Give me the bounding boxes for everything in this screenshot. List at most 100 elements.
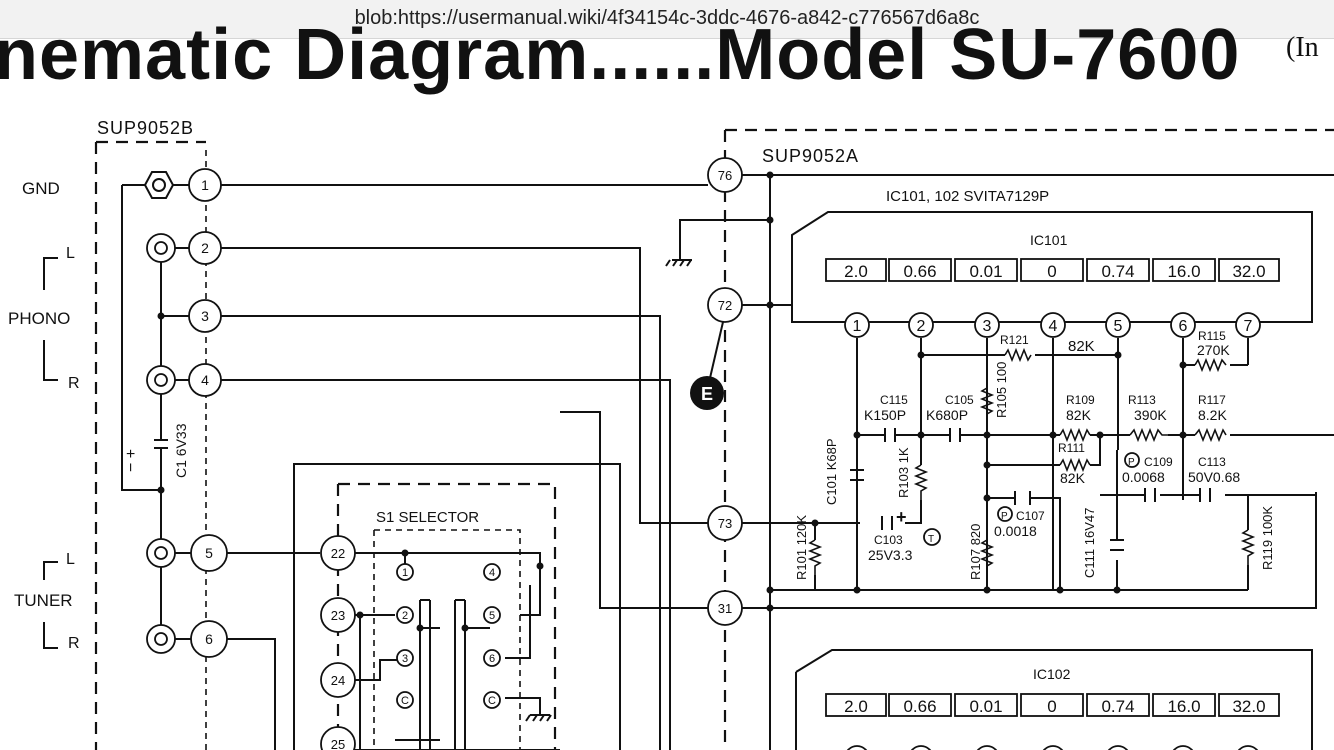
terminal-b-number: 6 [205, 631, 213, 647]
browser-address-bar[interactable]: blob:https://usermanual.wiki/4f34154c-3d… [0, 0, 1334, 39]
selector-contact-right [483, 691, 501, 709]
ic102-pin [1107, 745, 1129, 750]
c115-label: C115 [880, 393, 908, 407]
r115-value: 270K [1197, 342, 1230, 358]
terminal-b-number: 4 [201, 372, 209, 388]
voltage-box [1152, 693, 1216, 717]
terminal-b [188, 231, 222, 265]
c101-label: C101 K68P [824, 439, 839, 506]
selector-contact-label: 3 [402, 653, 408, 665]
p-marker-c107: P [997, 506, 1013, 522]
r117-value: 8.2K [1198, 407, 1227, 423]
selector-contact-label: 6 [489, 653, 495, 665]
r117-label: R117 [1198, 393, 1226, 407]
selector-contact-label: 4 [489, 567, 495, 579]
board-a-outline [723, 128, 1334, 750]
ic102-pin [1172, 745, 1194, 750]
diagram-headline: nematic Diagram......Model SU-7600 [0, 15, 1241, 95]
terminal-b-number: 5 [205, 545, 213, 561]
voltage-value: 0.01 [969, 262, 1002, 281]
voltage-value: 16.0 [1167, 697, 1200, 716]
c107-value: 0.0018 [994, 523, 1037, 539]
voltage-box [825, 258, 887, 282]
voltage-value: 0 [1047, 262, 1056, 281]
board-b-outline [94, 140, 206, 750]
voltage-value: 16.0 [1167, 262, 1200, 281]
selector-contact-right [483, 606, 501, 624]
ic-pin-number: 2 [917, 318, 926, 335]
ic-pin-number: 3 [983, 318, 992, 335]
url-text[interactable]: blob:https://usermanual.wiki/4f34154c-3d… [354, 7, 980, 29]
terminal-b [188, 363, 222, 397]
ic-pin-number: 4 [1049, 318, 1058, 335]
selector-contact-right [483, 563, 501, 581]
selector-outline [336, 482, 557, 750]
svg-text:P: P [1001, 511, 1008, 522]
voltage-box [1152, 258, 1216, 282]
selector-terminal [320, 597, 356, 633]
ic101-body [791, 211, 1313, 323]
selector-terminal-number: 23 [331, 608, 345, 623]
selector-terminal [320, 726, 356, 750]
gnd-label: GND [22, 179, 60, 198]
selector-terminal [320, 662, 356, 698]
c109-value: 0.0068 [1122, 469, 1165, 485]
c113-label: C113 [1198, 455, 1226, 469]
gnd-terminal-icon [143, 171, 175, 199]
r121-value: 82K [1068, 338, 1095, 355]
selector-inner-outline [373, 529, 521, 750]
board-a-label: SUP9052A [762, 146, 859, 166]
voltage-box [1218, 693, 1280, 717]
voltage-value: 0.74 [1101, 697, 1134, 716]
voltage-box [954, 258, 1018, 282]
junction-dots [157, 171, 1187, 632]
ic102-label: IC102 [1033, 666, 1071, 682]
ic-pin [908, 312, 934, 338]
headline-suffix: (In [1286, 32, 1319, 63]
terminal-b-number: 2 [201, 240, 209, 256]
terminal-a [707, 590, 743, 626]
c109-label: C109 [1144, 455, 1173, 469]
ground-symbol-icon [665, 259, 692, 267]
ic-pin [844, 312, 870, 338]
connector-e: E [690, 376, 724, 410]
c111-label: C111 16V47 [1082, 508, 1097, 578]
svg-text:T: T [928, 534, 934, 545]
tuner-l-jack-icon [146, 538, 176, 568]
terminal-a [707, 287, 743, 323]
capacitors [154, 428, 1211, 551]
selector-terminal-number: 22 [331, 546, 345, 561]
c105-value: K680P [926, 407, 968, 423]
polarity-mark: + [896, 507, 907, 527]
selector-title: S1 SELECTOR [376, 509, 479, 526]
voltage-value: 0.66 [903, 262, 936, 281]
r103-label: R103 1K [896, 447, 911, 498]
selector-contact-left [396, 563, 414, 581]
voltage-value: 2.0 [844, 262, 868, 281]
phono-r-label: R [68, 375, 80, 392]
phono-bracket [43, 257, 58, 381]
voltage-value: 0.01 [969, 697, 1002, 716]
c1-label: C1 6V33 [173, 423, 189, 478]
resistors [807, 347, 1256, 580]
voltage-box [825, 693, 887, 717]
voltage-box [888, 693, 952, 717]
ic-header-label: IC101, 102 SVITA7129P [886, 188, 1049, 205]
ic-pin [1105, 312, 1131, 338]
selector-contact-right [483, 649, 501, 667]
selector-terminal-number: 25 [331, 737, 345, 750]
tuner-r-jack-icon [146, 624, 176, 654]
ic-pin-number: 1 [853, 318, 862, 335]
phono-r-jack-icon [146, 365, 176, 395]
terminal-b-number: 1 [201, 177, 209, 193]
selector-contact-label: 5 [489, 610, 495, 622]
terminal-a-number: 31 [718, 601, 732, 616]
selector-contact-label: 1 [402, 567, 408, 579]
selector-terminal [320, 535, 356, 571]
ic102-pin [846, 745, 868, 750]
ic-pin [974, 312, 1000, 338]
r105-label: R105 100 [994, 362, 1009, 418]
